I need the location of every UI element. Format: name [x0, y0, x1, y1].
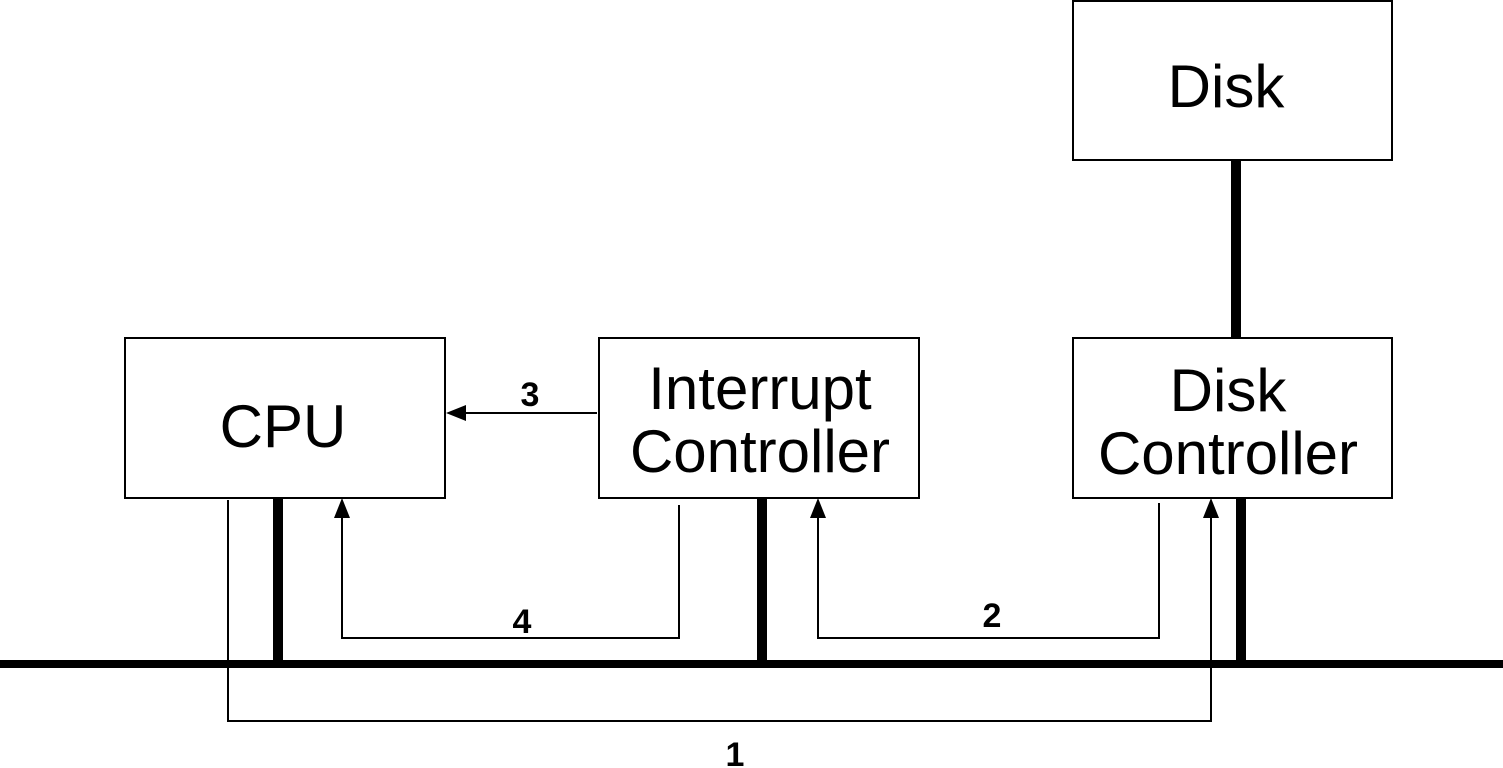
step-2-label: 2 — [983, 597, 1002, 635]
step-4-arrow — [334, 498, 680, 639]
cpu-label: CPU — [220, 393, 347, 460]
interrupt-controller-label-line2: Controller — [630, 418, 890, 485]
disk-box: Disk — [1072, 0, 1393, 161]
step-3-label: 3 — [521, 376, 540, 414]
step-4-label: 4 — [513, 603, 532, 641]
cpu-box: CPU — [124, 337, 446, 499]
step-1-arrow — [227, 498, 1219, 722]
interrupt-controller-box: Interrupt Controller — [598, 337, 920, 499]
step-1-label: 1 — [726, 736, 745, 768]
step-3-arrow — [446, 405, 597, 421]
disk-label: Disk — [1168, 53, 1286, 120]
disk-controller-label-line1: Disk — [1170, 357, 1288, 424]
interrupt-controller-label-line1: Interrupt — [648, 355, 872, 422]
step-2-arrow — [810, 498, 1160, 639]
disk-controller-box: Disk Controller — [1072, 337, 1393, 499]
disk-controller-label-line2: Controller — [1098, 420, 1358, 487]
